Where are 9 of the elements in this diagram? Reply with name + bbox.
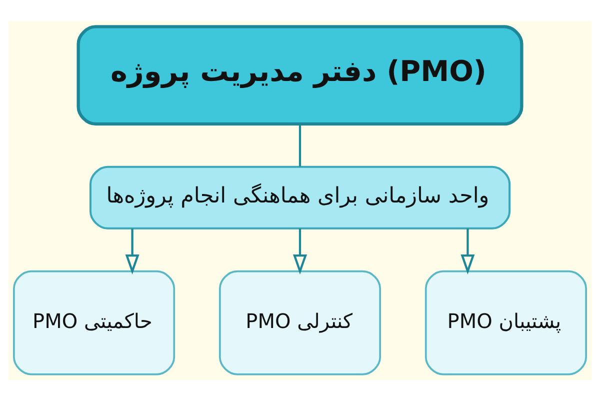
node-box: PMO کنترلی <box>218 270 382 375</box>
arrow <box>292 228 308 274</box>
connector <box>298 124 302 166</box>
node-box: دفتر مدیریت پروژه (PMO) <box>76 24 524 126</box>
node-box: PMO حاکمیتی <box>13 270 176 375</box>
arrow <box>460 228 475 274</box>
node-box: واحد سازمانی برای هماهنگی انجام پروژه‌ها <box>89 165 511 229</box>
arrow <box>125 228 140 274</box>
node-box: PMO پشتیبان <box>424 270 587 375</box>
